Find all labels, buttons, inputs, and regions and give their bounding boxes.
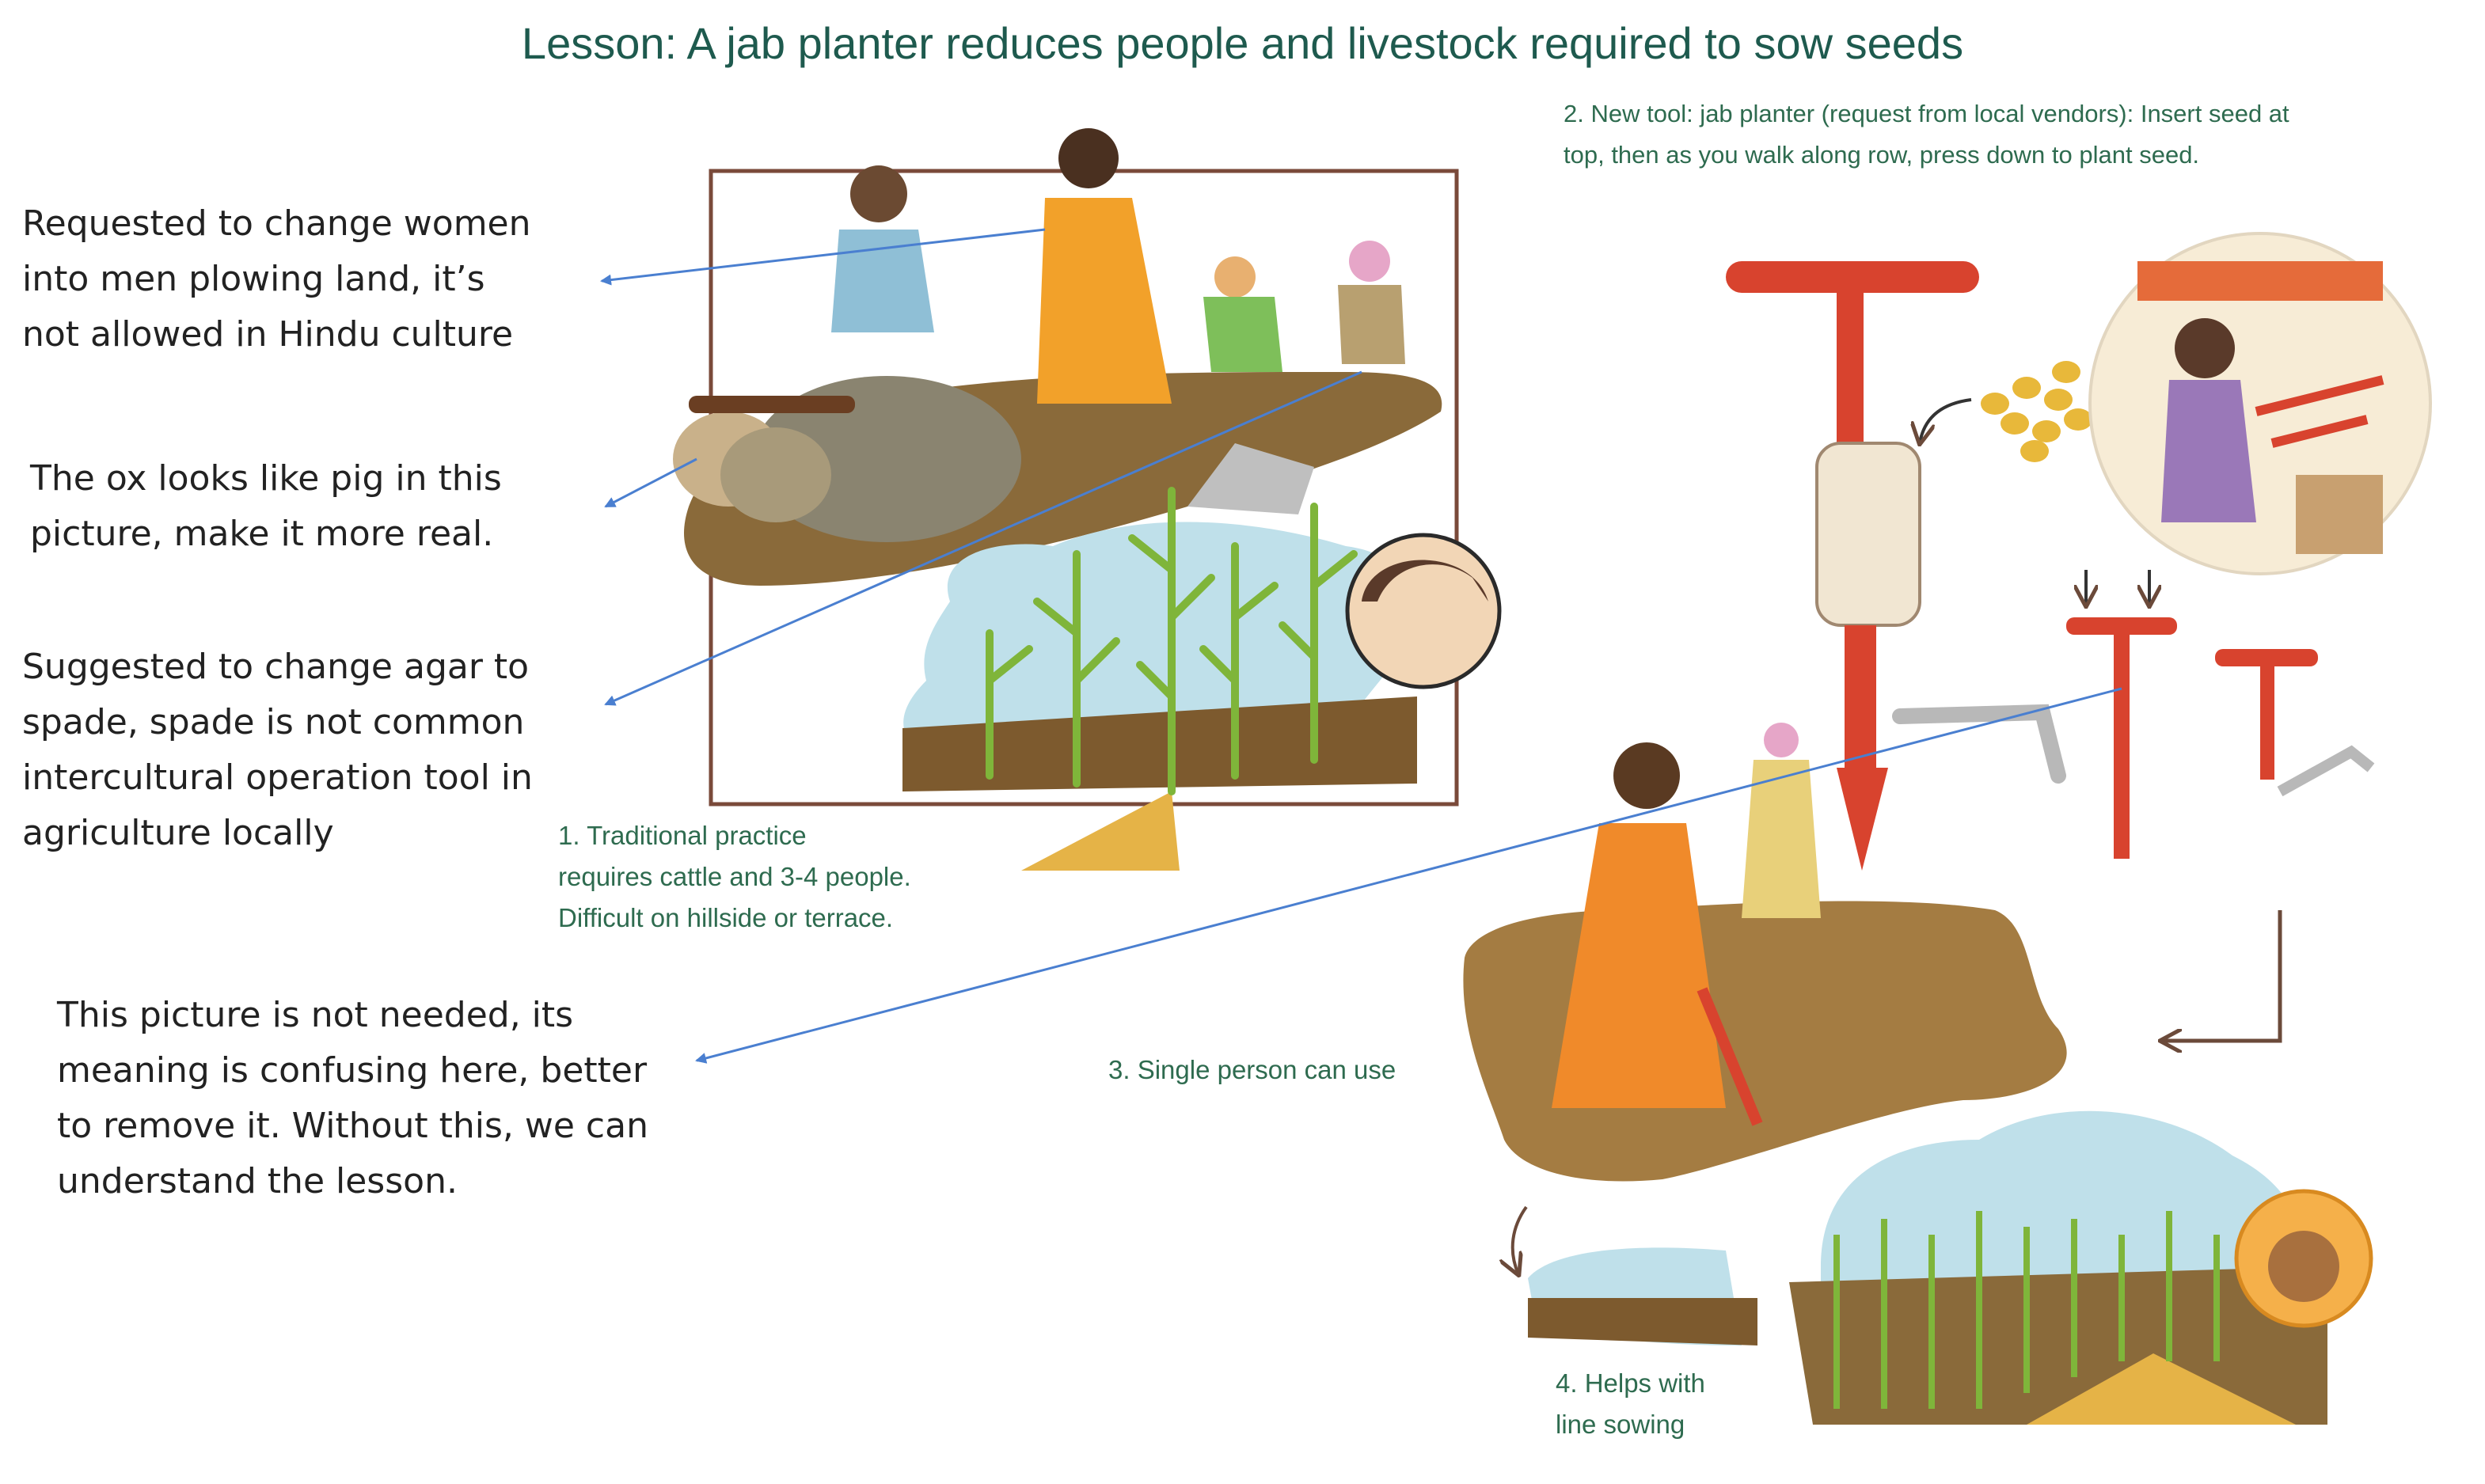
second-farmer <box>1742 760 1821 918</box>
caption-step-2: 2. New tool: jab planter (request from l… <box>1564 93 2289 176</box>
planter-shaft <box>1837 269 1864 443</box>
single-person-sowing-illustration <box>1463 723 2067 1182</box>
flow-arrow-to-step-4 <box>1513 1205 1528 1274</box>
farmer-2-head <box>1058 128 1119 188</box>
annotation-note-3-line: intercultural operation tool in <box>22 757 533 798</box>
girl-portrait <box>1345 533 1502 689</box>
annotation-note-2: The ox looks like pig in this picture, m… <box>30 451 502 562</box>
stall-box <box>2296 475 2383 554</box>
planter-tip <box>1837 768 1888 871</box>
annotation-note-2-line: The ox looks like pig in this <box>30 458 502 499</box>
annotation-note-1: Requested to change women into men plowi… <box>22 196 531 362</box>
vendor-customer-clothes <box>2161 380 2256 522</box>
annotation-arrow-4 <box>695 687 2122 1064</box>
caption-step-2-line: 2. New tool: jab planter (request from l… <box>1564 100 2289 127</box>
caption-step-3-line: 3. Single person can use <box>1108 1055 1396 1084</box>
annotation-note-4-line: meaning is confusing here, better <box>57 1050 648 1091</box>
maize-field-illustration <box>902 487 1502 871</box>
caption-step-3: 3. Single person can use <box>1108 1049 1396 1091</box>
flow-arrow-to-step-3 <box>2161 910 2282 1041</box>
ox-head-2 <box>720 427 831 522</box>
planter-foot-lever <box>1892 704 2066 784</box>
farmer-3-clothes <box>1203 297 1282 372</box>
annotation-note-1-line: not allowed in Hindu culture <box>22 314 514 355</box>
vendor-stall-illustration <box>2088 232 2432 575</box>
stall-awning <box>2137 261 2383 301</box>
farmer-3-hat <box>1214 256 1256 298</box>
line-sowing-soil <box>1528 1298 1757 1345</box>
caption-step-4-line: 4. Helps with <box>1556 1368 1705 1398</box>
maize-seeds <box>1981 361 2092 462</box>
jab-planter-illustration <box>1726 261 2375 871</box>
farmer-1-head <box>850 165 907 222</box>
rock <box>1187 443 1314 514</box>
farmer-4-clothes <box>1338 285 1405 364</box>
traditional-plowing-illustration <box>673 128 1459 807</box>
woman-skirt <box>1552 823 1726 1108</box>
annotation-note-3: Suggested to change agar to spade, spade… <box>22 640 533 861</box>
seed-container <box>1815 442 1921 627</box>
sowing-soil <box>1463 901 2067 1182</box>
caption-step-1: 1. Traditional practice requires cattle … <box>558 815 911 939</box>
annotation-arrow-2 <box>604 457 697 508</box>
woman-head <box>1613 742 1680 809</box>
farmer-2-skirt <box>1037 198 1172 404</box>
annotation-arrow-3 <box>604 370 1362 706</box>
annotation-arrow-1 <box>600 228 1046 286</box>
line-sowing-illustration <box>1528 1110 2373 1425</box>
caption-step-1-line: Difficult on hillside or terrace. <box>558 903 894 932</box>
harvest-pile <box>2027 1353 2296 1425</box>
farmer-1-shirt <box>831 230 934 332</box>
farmer-4-head <box>1349 241 1390 282</box>
annotation-note-4: This picture is not needed, its meaning … <box>57 988 648 1209</box>
caption-step-4: 4. Helps with line sowing <box>1556 1363 1705 1445</box>
vendor-customer-head <box>2175 318 2235 378</box>
caption-step-2-line: top, then as you walk along row, press d… <box>1564 141 2200 169</box>
caption-step-1-line: requires cattle and 3-4 people. <box>558 862 911 891</box>
field-soil <box>902 696 1417 791</box>
annotation-note-4-line: understand the lesson. <box>57 1161 458 1201</box>
ox-yoke <box>689 396 855 413</box>
annotation-note-3-line: spade, spade is not common <box>22 702 525 742</box>
caption-step-4-line: line sowing <box>1556 1410 1685 1439</box>
corn-pile <box>1021 791 1180 871</box>
annotation-note-3-line: Suggested to change agar to <box>22 647 530 687</box>
caption-step-1-line: 1. Traditional practice <box>558 821 807 850</box>
annotation-note-1-line: Requested to change women <box>22 203 531 244</box>
annotation-note-2-line: picture, make it more real. <box>30 514 494 554</box>
woman-jab-planter <box>1697 987 1763 1126</box>
lesson-title: Lesson: A jab planter reduces people and… <box>521 18 1964 68</box>
annotation-note-1-line: into men plowing land, it’s <box>22 259 485 299</box>
annotation-note-4-line: This picture is not needed, its <box>57 995 574 1035</box>
annotation-note-4-line: to remove it. Without this, we can <box>57 1106 648 1146</box>
annotation-note-3-line: agriculture locally <box>22 813 334 853</box>
